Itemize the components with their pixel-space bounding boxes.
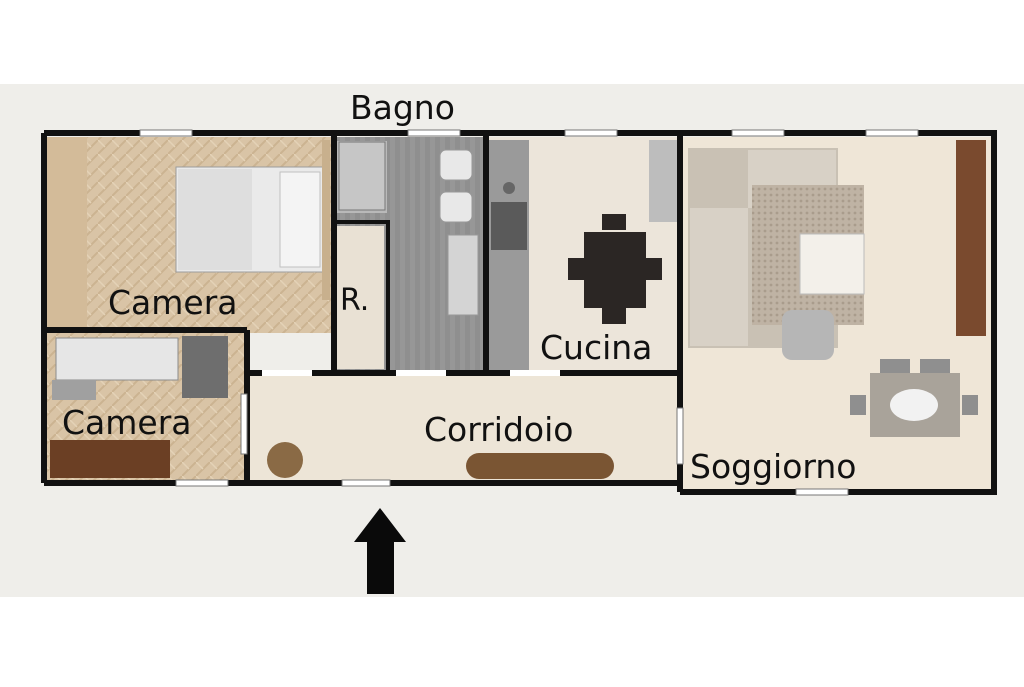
- single-bed-icon: [55, 337, 179, 381]
- runner-rug-icon: [466, 453, 614, 479]
- room-label-cucina: Cucina: [540, 328, 653, 367]
- shower-icon: [338, 141, 386, 211]
- kitchen-table-icon: [584, 232, 646, 308]
- armchair-icon: [782, 310, 834, 360]
- windows: [139, 129, 919, 496]
- room-label-bagno: Bagno: [350, 88, 455, 127]
- bidet-icon: [439, 191, 473, 223]
- room-label-corridoio: Corridoio: [424, 410, 574, 449]
- room-label-camera-2: Camera: [62, 403, 192, 442]
- toilet-icon: [439, 149, 473, 181]
- coffee-table-icon: [799, 233, 865, 295]
- room-label-ripostiglio: R.: [340, 283, 370, 318]
- wardrobe-icon: [50, 440, 170, 478]
- floor-ripostiglio: [337, 226, 384, 369]
- room-label-camera-1: Camera: [108, 283, 238, 322]
- sink-icon: [447, 234, 479, 316]
- kitchen-counter: [489, 140, 529, 372]
- room-label-soggiorno: Soggiorno: [690, 447, 857, 486]
- entrance-arrow-icon: [354, 508, 406, 594]
- tv-cabinet-icon: [956, 140, 986, 336]
- doors: [262, 370, 560, 487]
- round-rug-icon: [267, 442, 303, 478]
- furniture: [50, 140, 986, 479]
